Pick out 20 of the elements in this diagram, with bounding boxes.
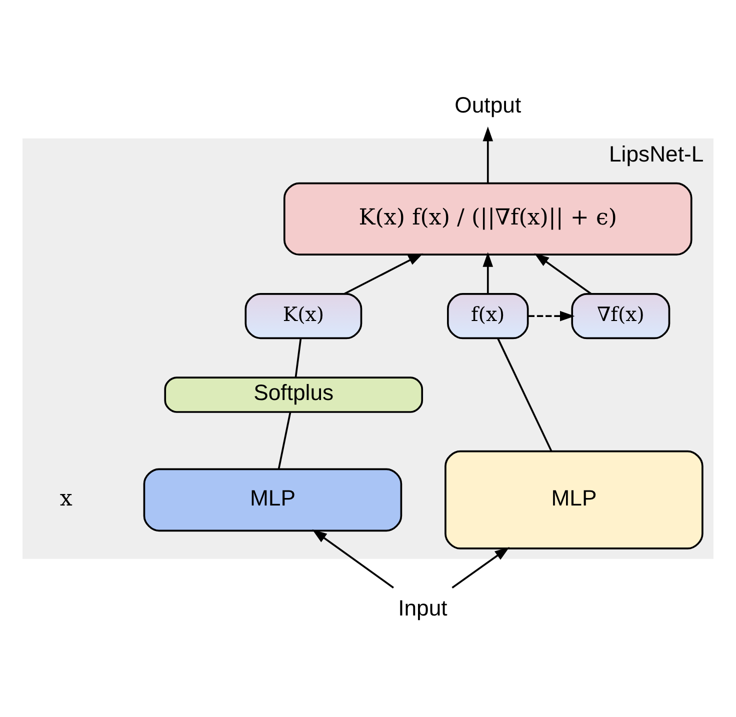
arrow <box>482 252 494 294</box>
label: x <box>60 485 72 512</box>
node-box: K(x) <box>244 293 362 340</box>
arrow <box>482 126 494 184</box>
node-box: Softplus <box>164 376 424 413</box>
arrow <box>344 253 424 295</box>
connector <box>497 338 552 452</box>
arrow <box>534 253 592 295</box>
connector <box>294 338 302 378</box>
connector <box>278 412 292 470</box>
node-box: MLP <box>143 468 402 532</box>
node-text: Output <box>454 92 522 118</box>
arrow <box>312 529 394 588</box>
node-box: ∇f(x) <box>571 293 670 340</box>
node-box: K(x) f(x) / (||∇f(x)|| + ϵ) <box>283 182 692 256</box>
node-box: f(x) <box>447 293 529 340</box>
node-box: MLP <box>444 450 704 550</box>
arrow <box>452 546 510 588</box>
arrow <box>528 310 575 322</box>
node-text: Input <box>398 595 448 620</box>
